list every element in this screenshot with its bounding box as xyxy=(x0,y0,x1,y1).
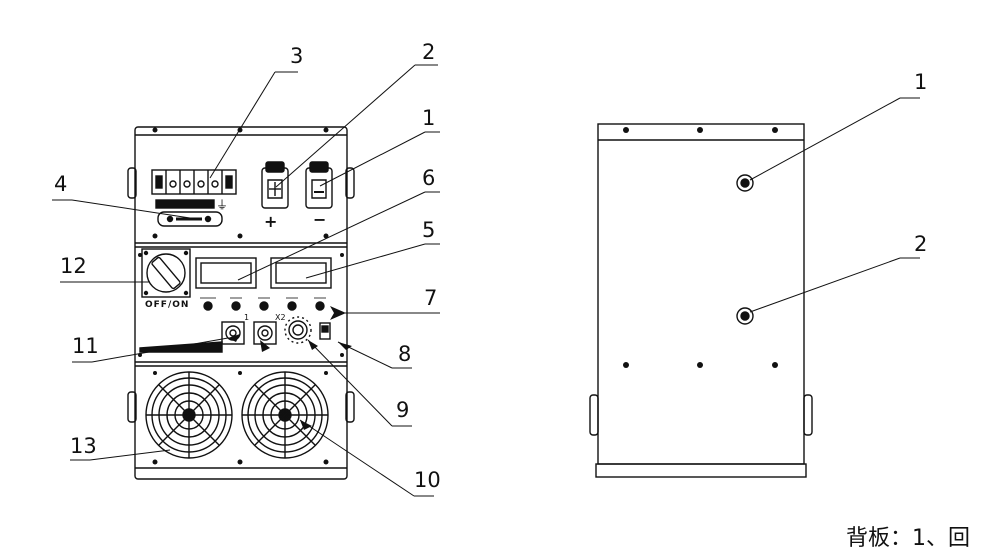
callout-3: 3 xyxy=(290,44,304,68)
socket-label-1: 1 xyxy=(244,313,250,322)
back-panel-caption: 背板：1、回 xyxy=(846,526,970,551)
fan-right xyxy=(241,371,329,459)
back-base-plate xyxy=(595,463,807,478)
rotary-switch xyxy=(141,248,191,298)
positive-connector xyxy=(261,161,289,209)
right-handle-bottom xyxy=(345,391,355,423)
callout-5: 5 xyxy=(422,218,436,242)
back-screws xyxy=(623,127,778,368)
callout-1: 1 xyxy=(422,106,436,130)
callout-11: 11 xyxy=(72,334,99,358)
callout-13: 13 xyxy=(70,434,97,458)
back-port-2 xyxy=(736,307,754,325)
callout-2: 2 xyxy=(422,40,436,64)
callout-9: 9 xyxy=(396,398,410,422)
callout-7: 7 xyxy=(424,286,438,310)
right-handle-top xyxy=(345,167,355,199)
back-view xyxy=(589,97,920,478)
arrowheads xyxy=(228,306,352,430)
output-sockets xyxy=(139,321,277,353)
offon-label: OFF/ON xyxy=(145,300,190,310)
socket-label-2: X2 xyxy=(275,313,286,322)
display-left xyxy=(195,257,257,289)
indicator-lights xyxy=(200,297,326,311)
minus-label: − xyxy=(313,210,327,229)
callout-10: 10 xyxy=(414,468,441,492)
callout-8: 8 xyxy=(398,342,412,366)
grounding-bar xyxy=(155,199,223,227)
negative-connector xyxy=(305,161,333,209)
back-callout-2: 2 xyxy=(914,232,928,256)
back-callout-1: 1 xyxy=(914,70,928,94)
callout-4: 4 xyxy=(54,172,68,196)
front-view xyxy=(127,126,355,480)
adjust-knob xyxy=(284,316,312,344)
plus-label: + xyxy=(264,212,278,231)
front-leader-lines xyxy=(52,64,440,497)
small-switch xyxy=(319,322,331,340)
callout-12: 12 xyxy=(60,254,87,278)
top-panel-screws xyxy=(138,127,344,465)
callout-6: 6 xyxy=(422,166,436,190)
terminal-block xyxy=(151,169,237,195)
back-handle-right xyxy=(803,394,813,436)
display-right xyxy=(270,257,332,289)
left-handle-top xyxy=(127,167,137,199)
back-handle-left xyxy=(589,394,599,436)
back-port-1 xyxy=(736,174,754,192)
back-body-outline xyxy=(597,123,805,465)
ground-symbol: ⏚ xyxy=(216,198,229,212)
fan-left xyxy=(145,371,233,459)
left-handle-bottom xyxy=(127,391,137,423)
